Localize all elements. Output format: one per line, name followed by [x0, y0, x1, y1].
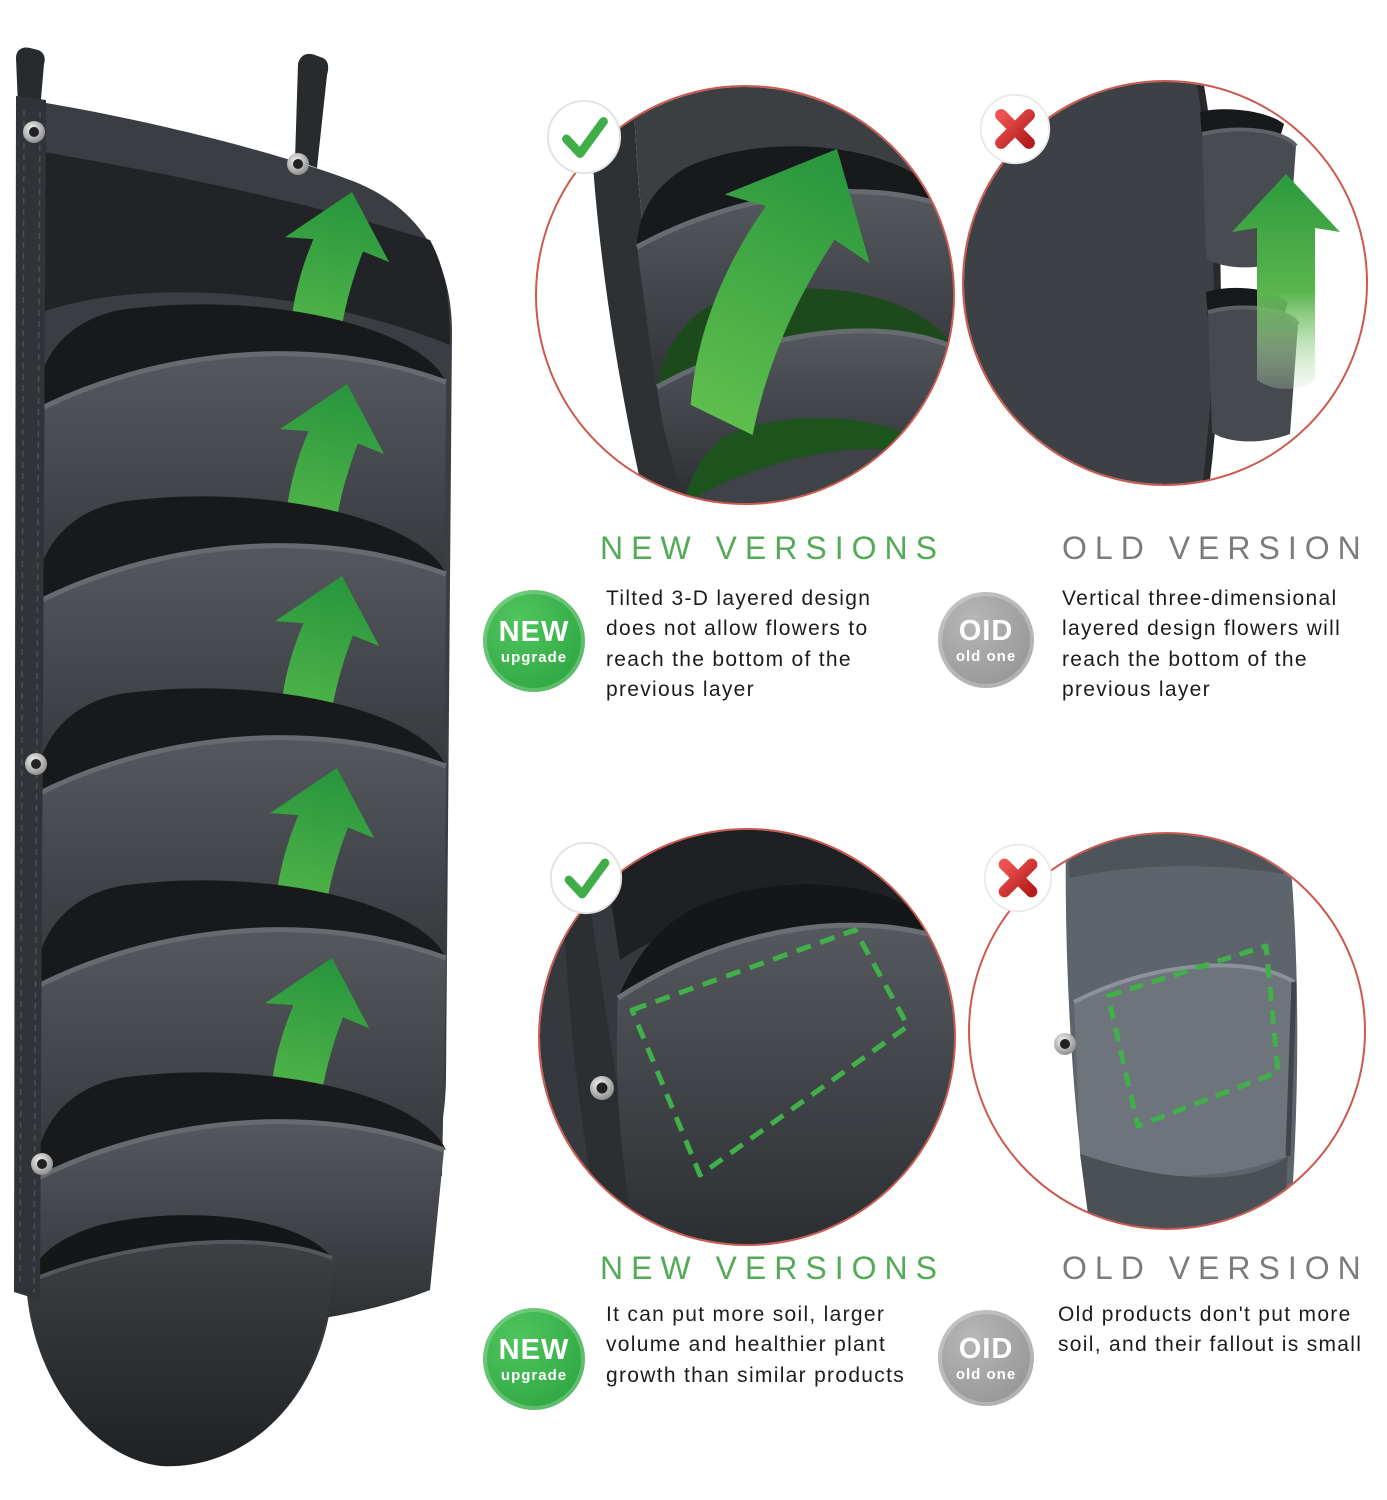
pocket-rim	[32, 351, 447, 415]
new-upgrade-badge-top: NEW upgrade	[483, 590, 585, 692]
stitching	[19, 109, 25, 1286]
volume-dashed-outline	[629, 927, 911, 1178]
pocket-opening-shadow	[34, 304, 446, 412]
planter-product-photo	[14, 47, 452, 1467]
closeup-old-top-art	[964, 82, 1340, 484]
closeup-old-bottom-art	[1054, 834, 1298, 1228]
side-strap	[14, 96, 46, 1300]
pocket-rim	[27, 1239, 333, 1284]
new-badge-label: NEW	[498, 1333, 570, 1366]
green-up-arrow-icon	[1232, 174, 1340, 389]
pocket-rim	[32, 927, 447, 991]
pocket-opening-shadow	[34, 1072, 446, 1180]
cross-icon	[982, 842, 1054, 914]
new-badge-sublabel: upgrade	[500, 1366, 568, 1384]
new-upgrade-badge-bottom: NEW upgrade	[483, 1308, 585, 1410]
new-badge-sublabel: upgrade	[500, 648, 568, 666]
metal-grommet	[23, 121, 45, 143]
old-badge-label: OID	[958, 614, 1014, 647]
old-badge-sublabel: old one	[955, 647, 1017, 665]
new-badge-label: NEW	[498, 615, 570, 648]
pocket-opening-shadow	[34, 688, 446, 796]
old-badge-label: OID	[958, 1332, 1014, 1365]
old-description-top: Vertical three-dimensional layered desig…	[1062, 587, 1342, 702]
old-one-badge-bottom: OID old one	[938, 1310, 1034, 1406]
pocket-opening-shadow	[28, 1215, 332, 1282]
pocket-rim	[32, 543, 447, 607]
planter-bottom-pouch	[28, 1241, 333, 1467]
metal-grommet	[31, 1153, 53, 1175]
new-description-top: Tilted 3-D layered design does not allow…	[606, 587, 872, 702]
old-version-heading-bottom: OLD VERSION	[1062, 1250, 1369, 1286]
pocket-opening-shadow	[34, 496, 446, 604]
closeup-new-top-art	[589, 87, 953, 503]
check-icon	[548, 840, 624, 916]
old-one-badge-top: OID old one	[938, 592, 1034, 688]
old-version-heading-top: OLD VERSION	[1062, 530, 1369, 566]
stitching	[33, 111, 41, 1293]
old-description-bottom: Old products don't put more soil, and th…	[1058, 1303, 1363, 1357]
metal-grommet	[590, 1076, 614, 1100]
pocket-rim	[32, 1119, 445, 1183]
metal-grommet	[1054, 1033, 1076, 1055]
hanging-loop	[16, 47, 45, 110]
new-description-bottom: It can put more soil, larger volume and …	[606, 1303, 906, 1387]
new-versions-heading-top: NEW VERSIONS	[600, 530, 945, 566]
volume-dashed-outline	[1105, 943, 1281, 1129]
cross-icon	[978, 92, 1052, 166]
metal-grommet	[25, 753, 47, 775]
pocket-rim	[32, 735, 447, 799]
bottom-pouch-shading	[28, 1241, 333, 1467]
check-icon	[545, 98, 623, 176]
hanging-loop	[295, 53, 329, 168]
old-badge-sublabel: old one	[955, 1365, 1017, 1383]
pocket-opening-shadow	[34, 880, 446, 988]
closeup-circle-new-design-top	[535, 85, 955, 505]
new-versions-heading-bottom: NEW VERSIONS	[600, 1250, 945, 1286]
metal-grommet	[287, 153, 309, 175]
